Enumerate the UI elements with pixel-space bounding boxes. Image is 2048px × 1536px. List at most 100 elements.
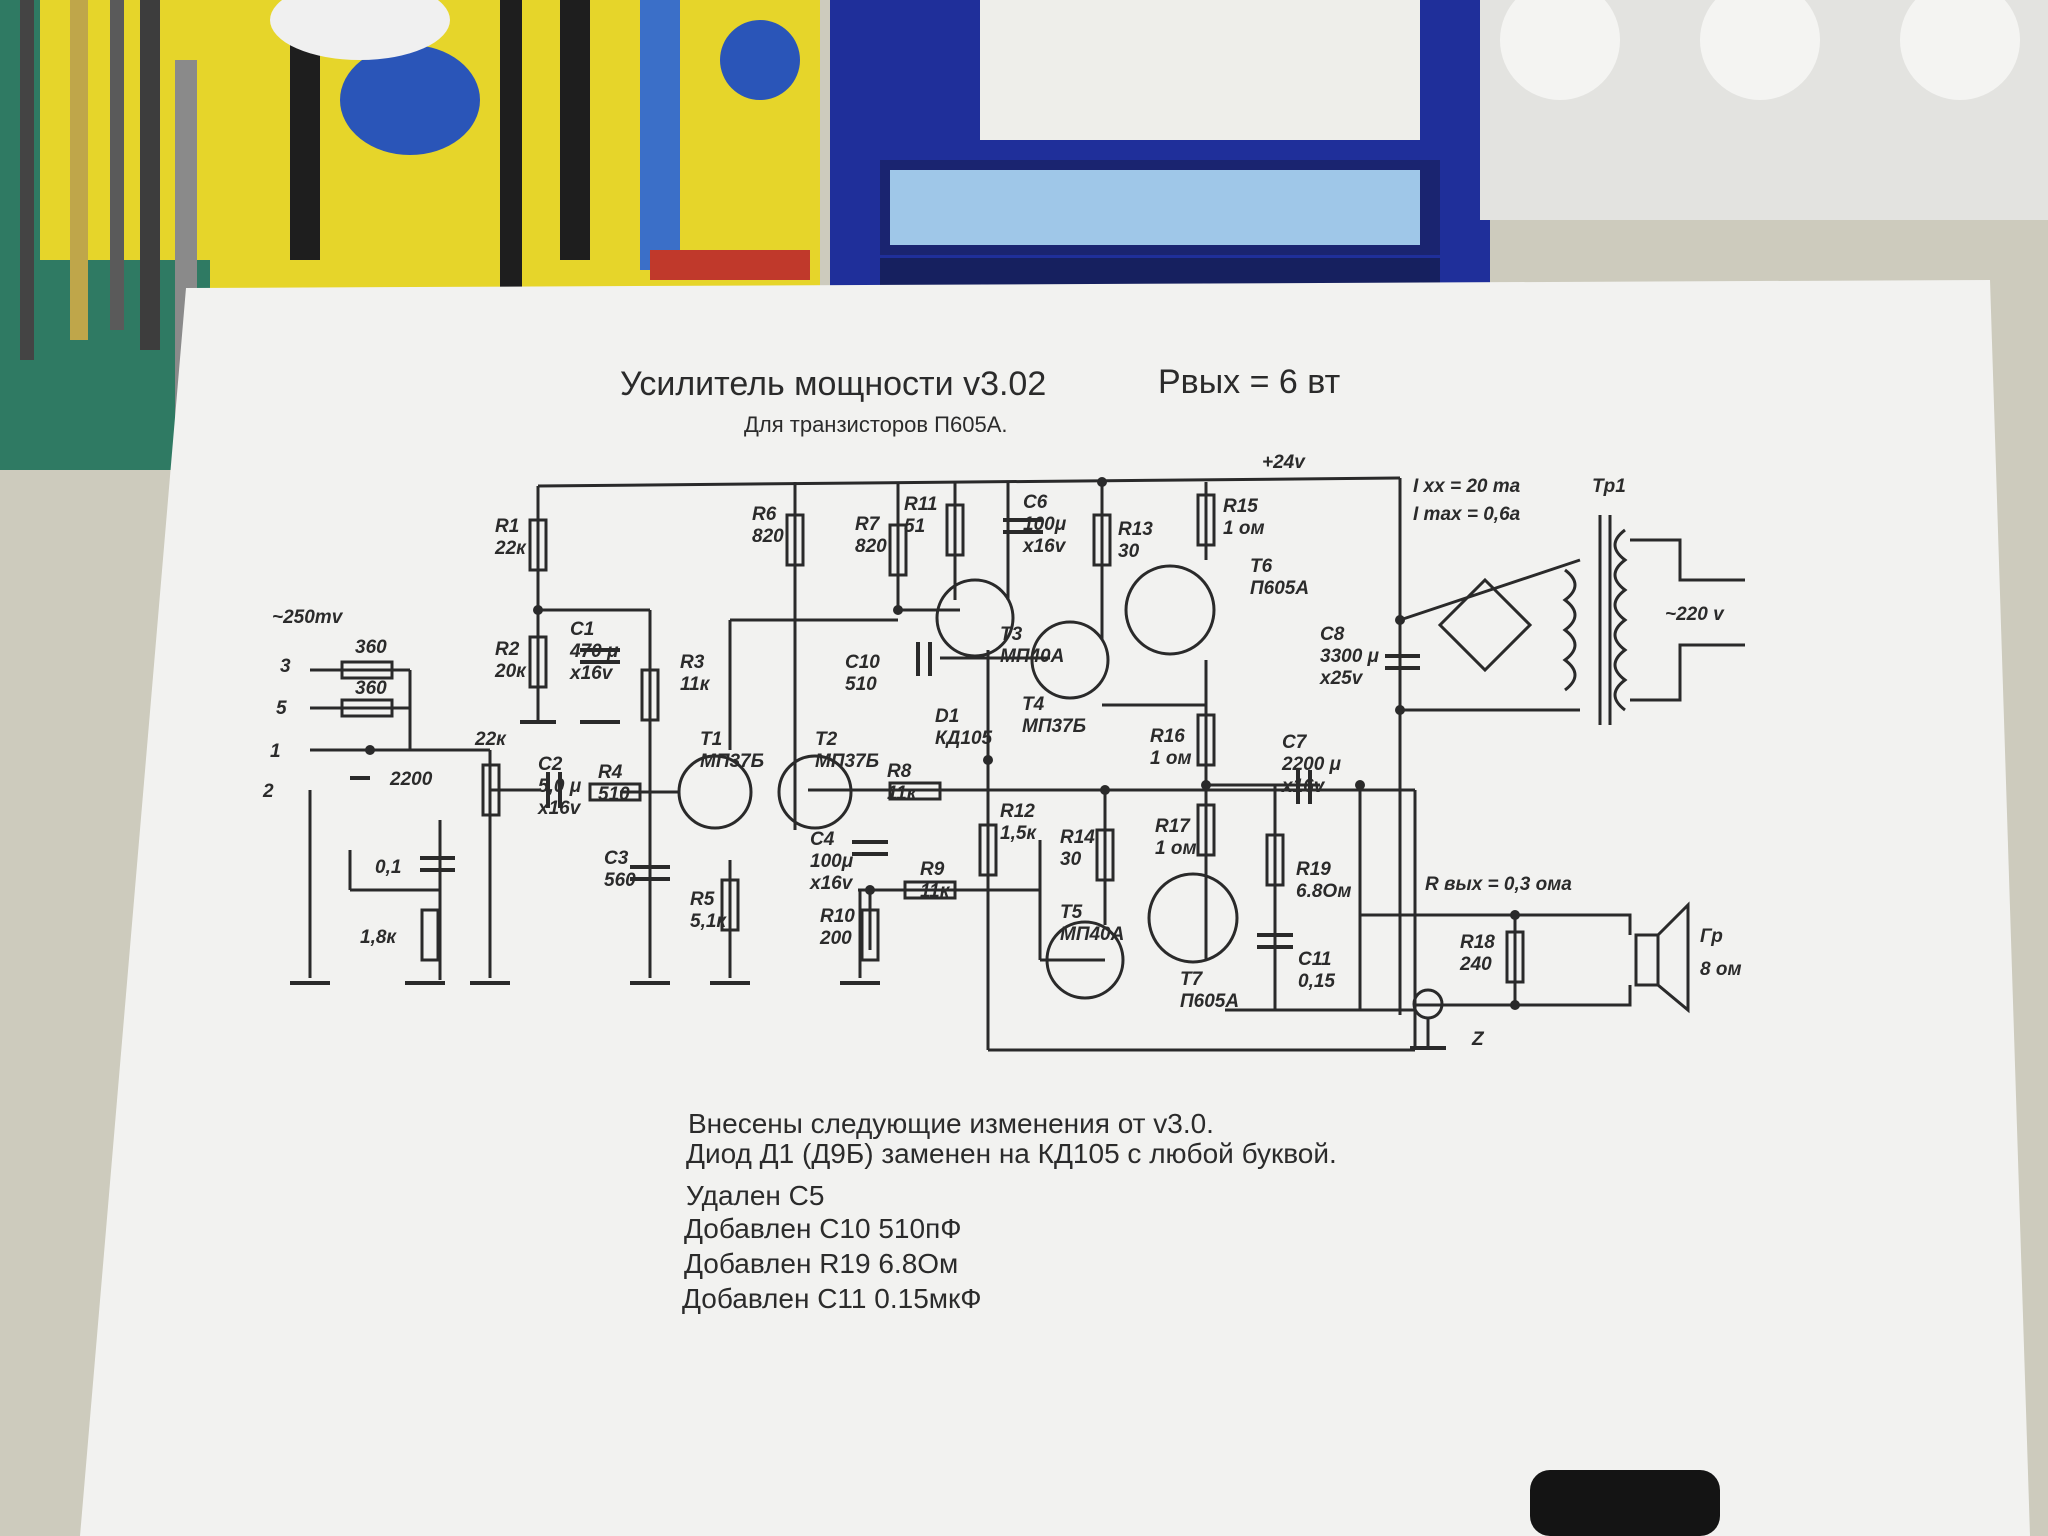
max-current-label: I max = 0,6a (1413, 504, 1521, 525)
resistor-r19 (1265, 833, 1285, 887)
tool-tray (0, 0, 820, 660)
transformer-primary (1613, 528, 1628, 712)
tone-cap-2200: 2200 (389, 769, 433, 790)
resistor-r16 (1196, 713, 1216, 767)
input-resistor-360b: 360 (355, 678, 387, 699)
resistor-r14 (1095, 828, 1115, 882)
transistor-t1 (677, 754, 753, 830)
power-section (290, 515, 1745, 1050)
input-terminal-5: 5 (276, 698, 287, 719)
transistor-t2 (777, 754, 853, 830)
ground-label: Z (1471, 1029, 1485, 1050)
mains-lead-1 (1630, 538, 1745, 582)
transistor-t7 (1147, 872, 1239, 964)
change-note-2: Удален С5 (686, 1180, 824, 1211)
potentiometer-22k (481, 763, 501, 817)
output-power: Pвых = 6 вт (1158, 363, 1340, 401)
resistor-r9 (903, 880, 957, 900)
resistor-r1 (528, 518, 548, 572)
tone-cap-0-1: 0,1 (375, 857, 401, 878)
input-terminal-2: 2 (262, 781, 274, 802)
input-resistor-360a: 360 (355, 637, 387, 658)
input-terminal-1: 1 (270, 741, 281, 762)
change-note-1: Диод Д1 (Д9Б) заменен на КД105 с любой б… (686, 1138, 1337, 1169)
resistor-r7 (888, 523, 908, 577)
power-strip (1480, 0, 2048, 220)
resistor-r4 (588, 782, 642, 802)
input-level-label: ~250mv (272, 607, 344, 628)
resistor-r12 (978, 823, 998, 877)
labels: +24v I xx = 20 ma I max = 0,6a Tp1 ~220 … (262, 452, 1742, 1050)
resistor-r8 (888, 781, 942, 801)
change-note-3: Добавлен С10 510пФ (684, 1213, 962, 1244)
resistor-r6 (785, 513, 805, 567)
transistor-t6 (1124, 564, 1216, 656)
resistor-r3 (640, 668, 660, 722)
transistor-t3 (935, 578, 1015, 658)
resistor-r11 (945, 503, 965, 557)
transistor-t4 (1030, 620, 1110, 700)
change-note-4: Добавлен R19 6.8Ом (684, 1248, 958, 1279)
speaker-cone (1656, 901, 1690, 1014)
change-note-5: Добавлен С11 0.15мкФ (682, 1283, 982, 1314)
tone-resistor-1-8k: 1,8к (360, 927, 397, 948)
schematic-subtitle: Для транзисторов П605А. (744, 412, 1007, 437)
tone-pot-label: 22к (474, 729, 507, 750)
input-terminal-3: 3 (280, 656, 291, 677)
resistor-1-8k (420, 908, 440, 962)
speaker-body (1634, 933, 1660, 987)
junctions (365, 477, 1520, 1010)
change-note-0: Внесены следующие изменения от v3.0. (688, 1108, 1214, 1139)
resistor-360a (340, 660, 394, 680)
resistor-r10 (860, 908, 880, 962)
wiring (308, 476, 1581, 1052)
capacitors (350, 518, 1420, 949)
black-object (1530, 1470, 1720, 1536)
resistor-r18 (1505, 930, 1525, 984)
mains-lead-2 (1630, 643, 1745, 702)
mains-label: ~220 v (1665, 604, 1725, 625)
supply-label: +24v (1262, 452, 1306, 473)
usb-charger (830, 0, 1490, 300)
transistor-t5 (1045, 920, 1125, 1000)
resistor-r15 (1196, 493, 1216, 547)
change-notes: Внесены следующие изменения от v3.0. Дио… (682, 1108, 1337, 1314)
schematic-title: Усилитель мощности v3.02 (620, 365, 1046, 403)
resistor-360b (340, 698, 394, 718)
resistor-r5 (720, 878, 740, 932)
